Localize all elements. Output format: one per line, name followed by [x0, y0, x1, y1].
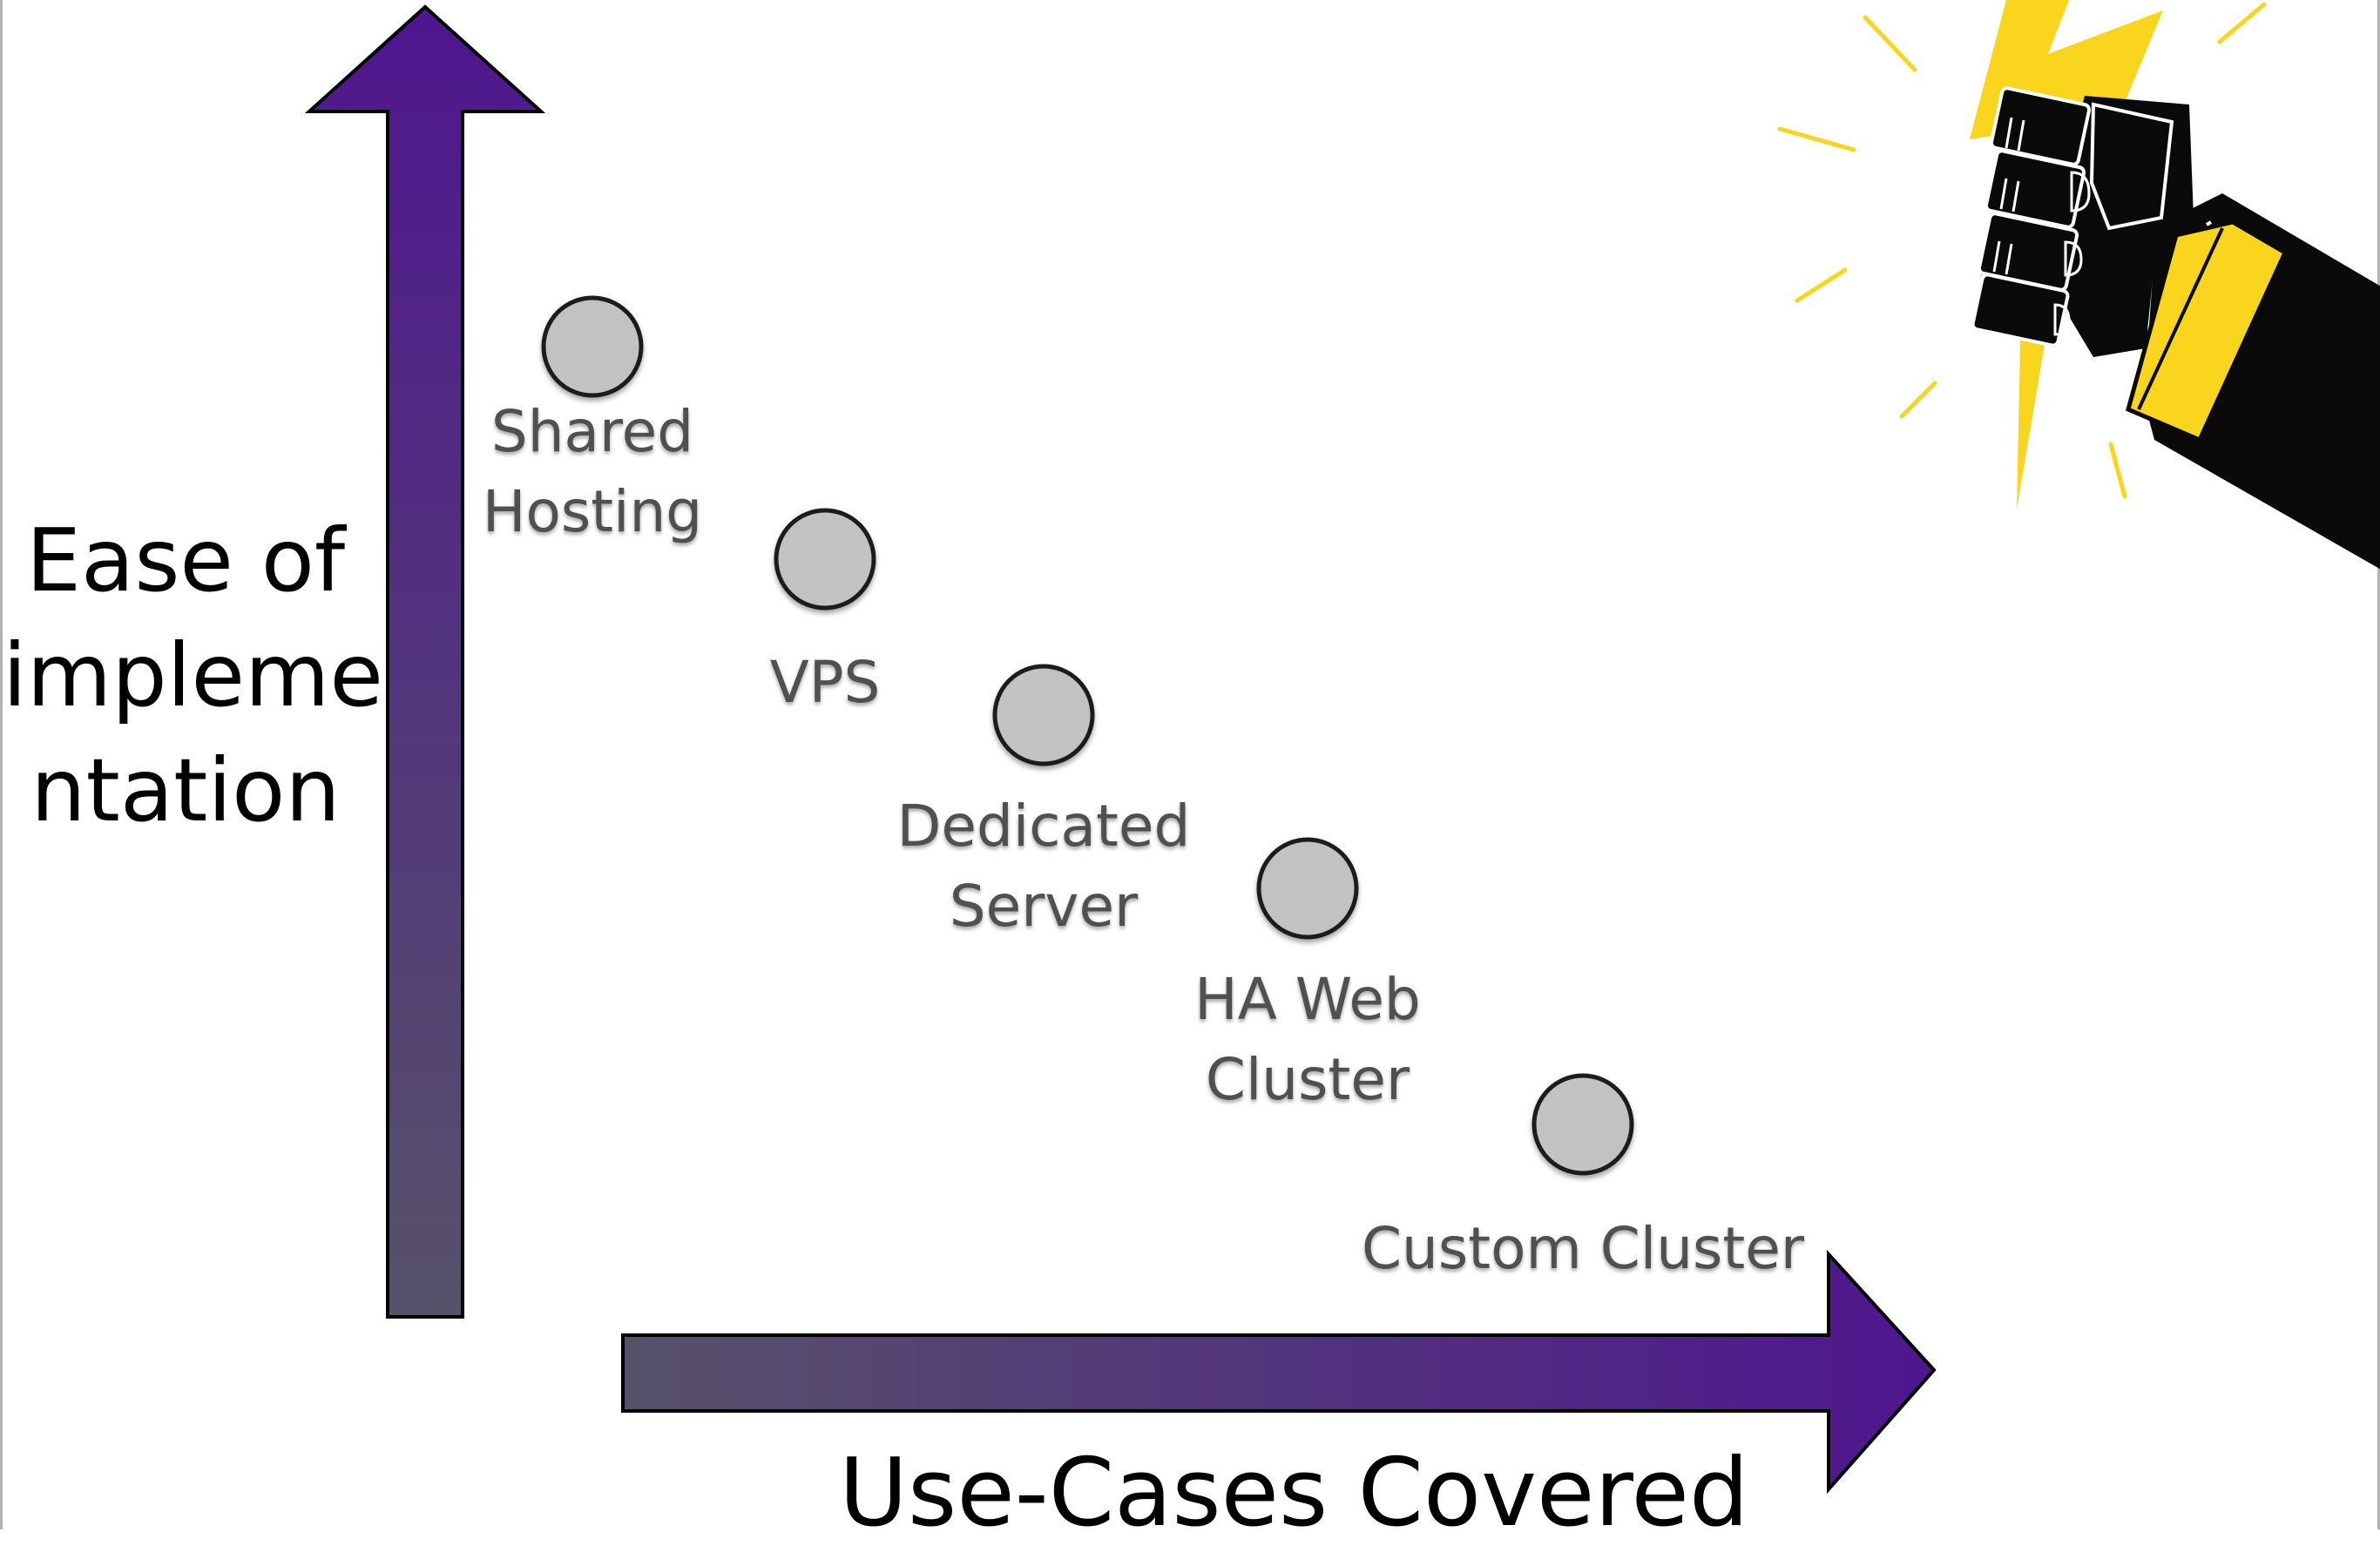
x-axis-arrow: [621, 1249, 1937, 1495]
node-label-shared-hosting: Shared Hosting: [462, 392, 723, 552]
node-label-line: Dedicated: [896, 793, 1191, 860]
raised-fist-lightning-icon: [1777, 0, 2380, 570]
node-vps: [774, 508, 876, 611]
node-label-line: Cluster: [1205, 1046, 1410, 1113]
node-label-line: Server: [949, 873, 1139, 940]
y-axis-label: Ease of impleme ntation: [3, 503, 383, 848]
node-label-custom-cluster: Custom Cluster: [1330, 1209, 1836, 1289]
node-label-dedicated-server: Dedicated Server: [869, 786, 1218, 947]
node-ha-web-cluster: [1256, 837, 1359, 940]
y-axis-label-line: impleme: [3, 624, 383, 726]
y-axis-arrow: [304, 4, 546, 1319]
node-dedicated-server: [992, 664, 1095, 766]
y-axis-label-line: Ease of: [25, 510, 346, 611]
node-label-vps: VPS: [738, 643, 912, 723]
node-shared-hosting: [541, 295, 644, 398]
x-axis-label: Use-Cases Covered: [839, 1439, 1749, 1548]
node-label-line: Hosting: [482, 478, 703, 545]
node-label-line: Shared: [490, 398, 694, 465]
node-label-line: VPS: [769, 649, 881, 716]
node-custom-cluster: [1531, 1073, 1634, 1176]
y-axis-label-line: ntation: [30, 739, 341, 841]
node-label-ha-web-cluster: HA Web Cluster: [1151, 960, 1464, 1120]
node-label-line: HA Web: [1194, 966, 1421, 1033]
node-label-line: Custom Cluster: [1361, 1215, 1805, 1282]
diagram-graphics: [304, 0, 2380, 1495]
